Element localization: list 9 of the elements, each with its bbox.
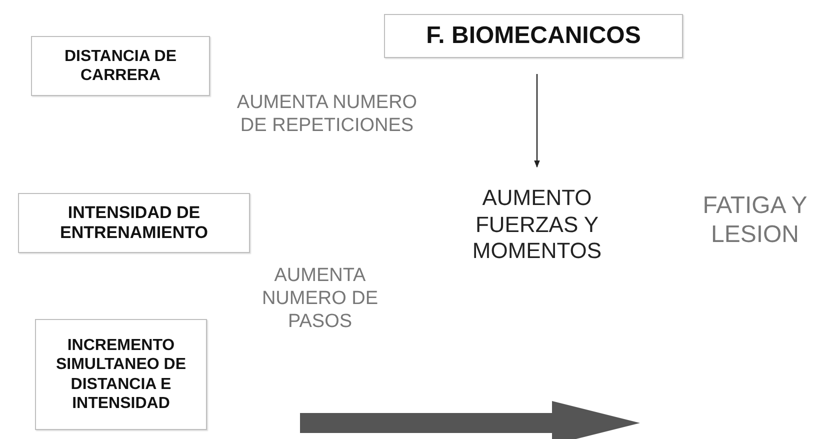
arrow [534, 74, 540, 168]
annotation-text: AUMENTA NUMERO DE PASOS [260, 265, 380, 334]
annotation-text: FATIGA Y LESION [702, 192, 808, 250]
process-box: INTENSIDAD DE ENTRENAMIENTO [18, 193, 250, 253]
annotation-text: AUMENTA NUMERO DE REPETICIONES [236, 92, 418, 138]
process-box: F. BIOMECANICOS [384, 14, 683, 58]
node-text: AUMENTO FUERZAS Y MOMENTOS [471, 185, 603, 265]
process-box: INCREMENTO SIMULTANEO DE DISTANCIA E INTENSIDAD [35, 319, 207, 430]
process-box: DISTANCIA DE CARRERA [31, 36, 210, 96]
